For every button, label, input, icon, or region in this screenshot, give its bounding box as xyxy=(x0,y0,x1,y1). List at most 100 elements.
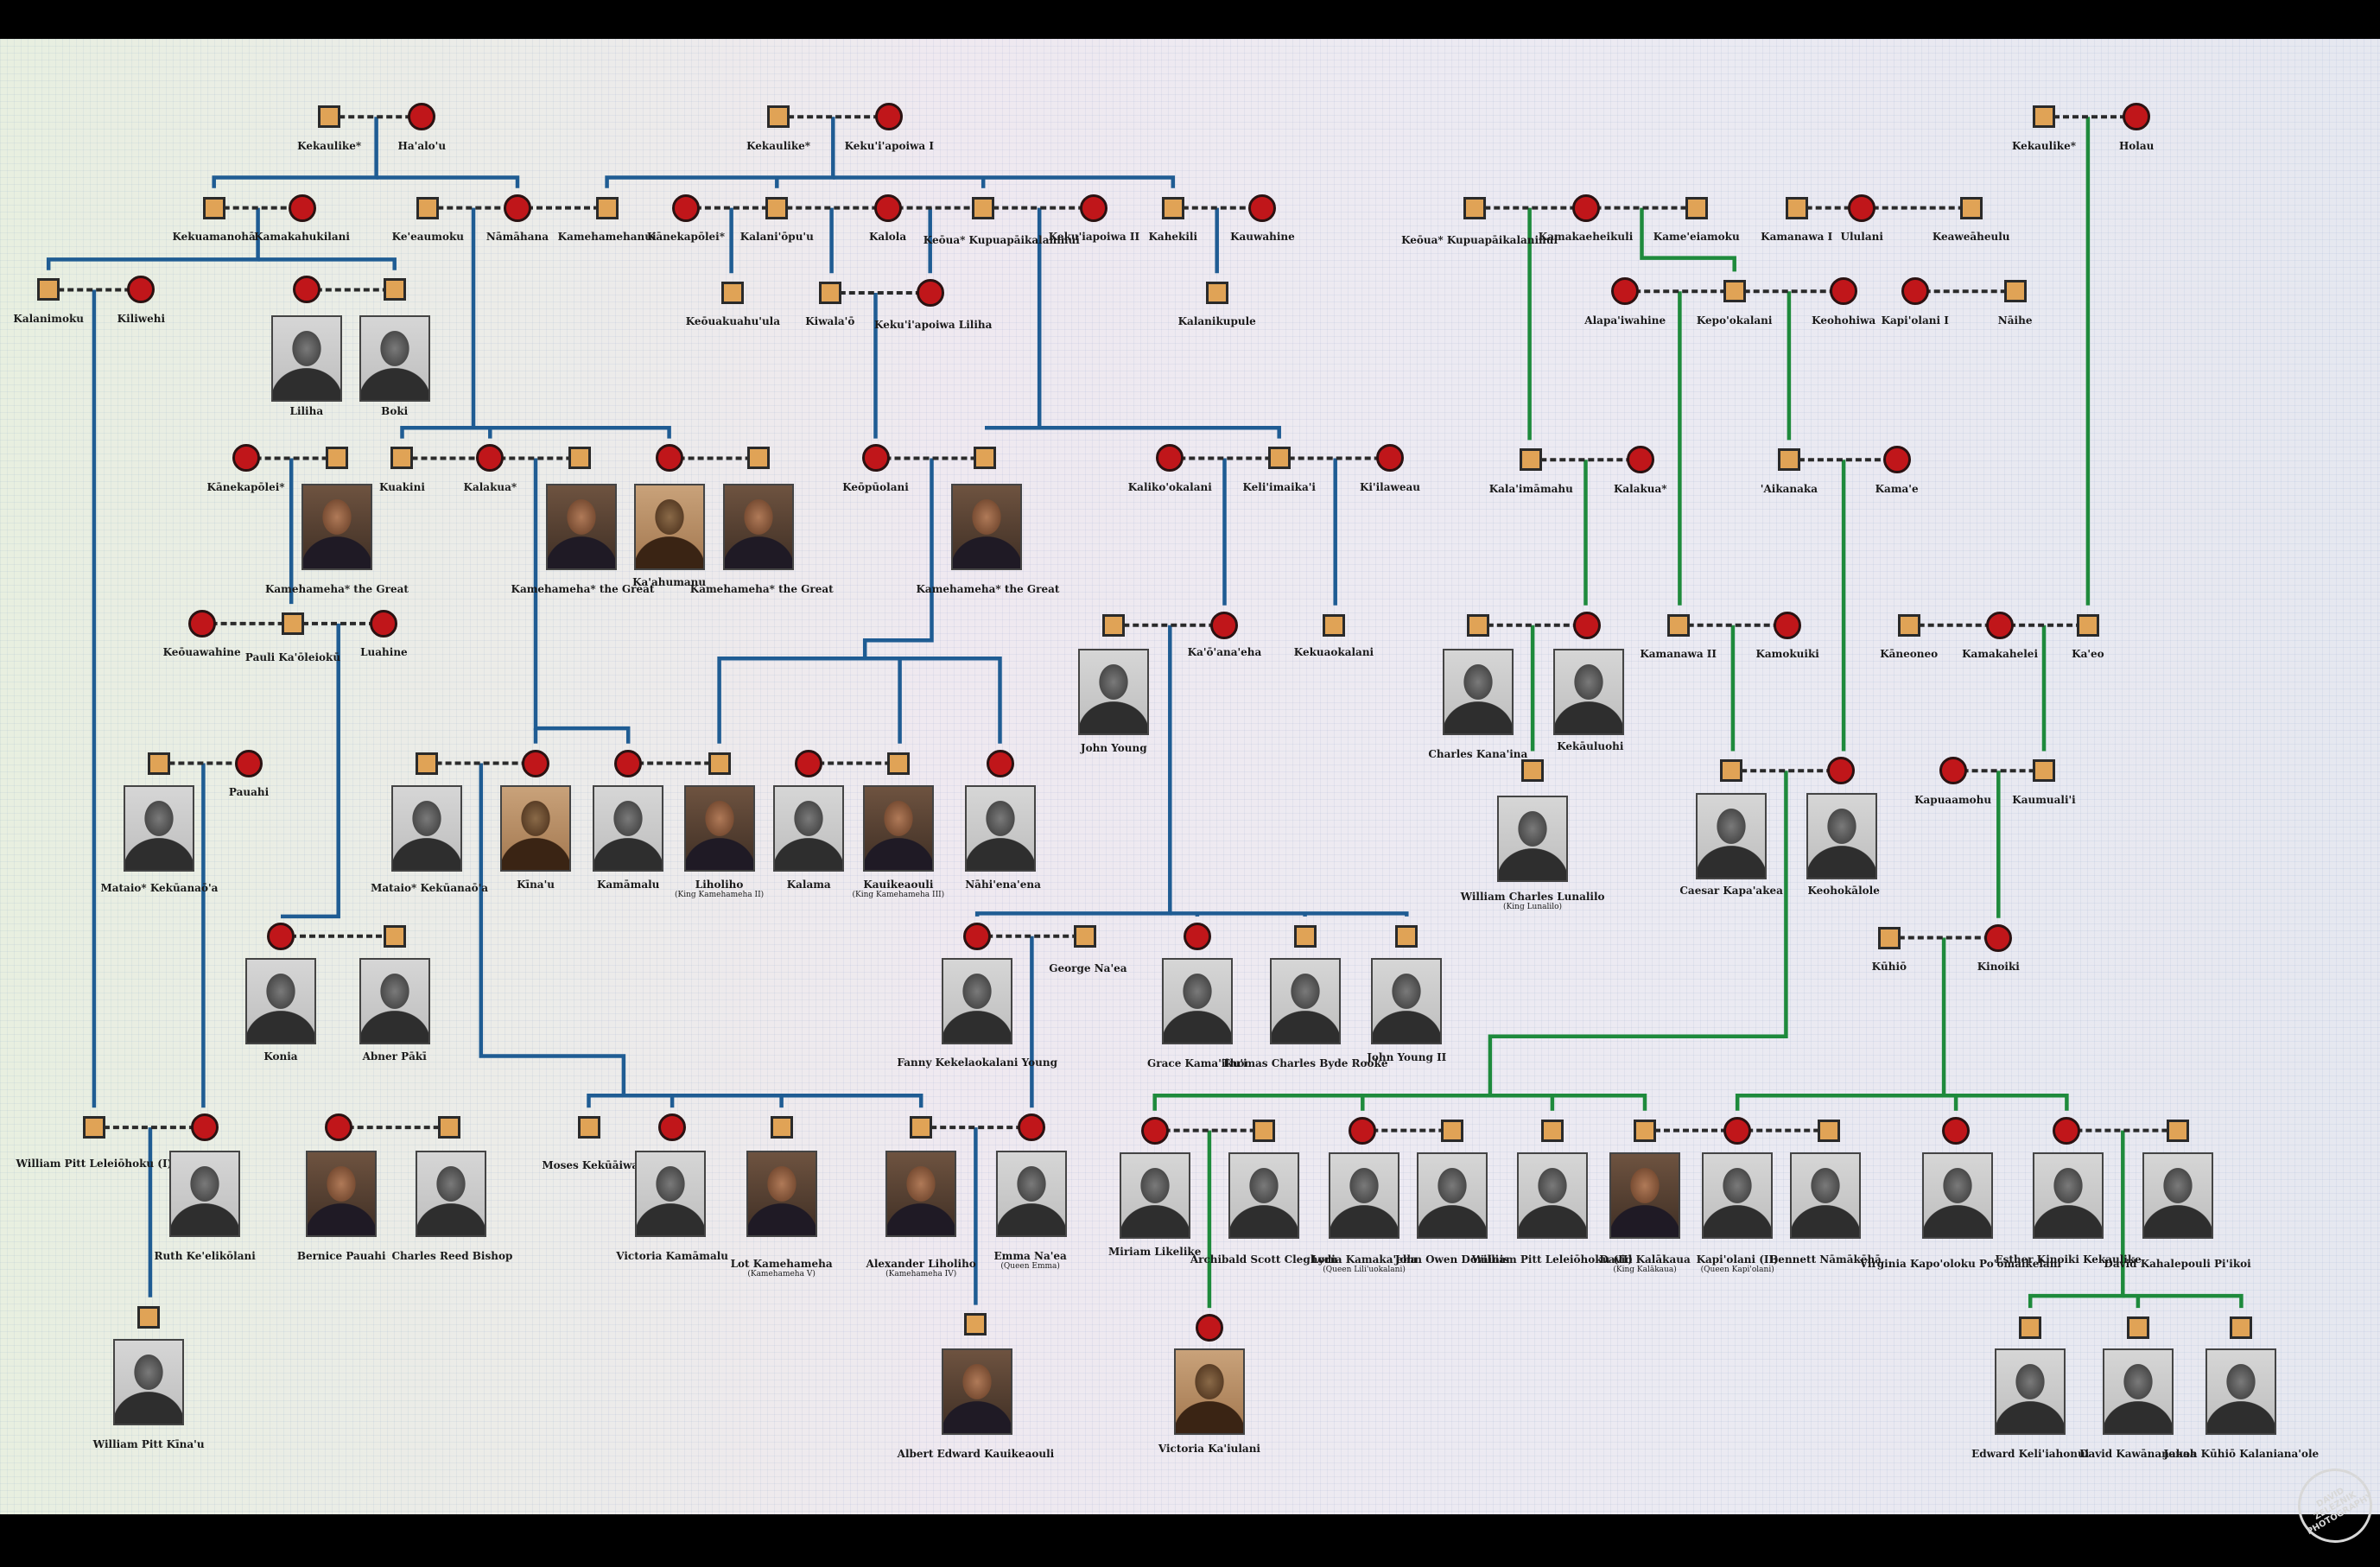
portrait-photo xyxy=(1553,648,1625,735)
family-lines xyxy=(46,115,2244,1309)
person-name: Keōua* Kupuapāikalaninui xyxy=(923,233,1080,246)
portrait-photo xyxy=(773,785,845,872)
descent-line xyxy=(1039,426,1281,439)
female-circle-icon xyxy=(1611,277,1640,306)
person-label: Kekaulike* xyxy=(297,140,361,152)
person-label: Kamakaeheikuli xyxy=(1539,231,1633,243)
descent-line xyxy=(473,426,671,439)
person-label: Kamāmalu xyxy=(597,879,659,891)
person-name: Boki xyxy=(381,405,409,417)
person-label: Ka'ō'ana'eha xyxy=(1188,646,1262,658)
male-square-icon xyxy=(1520,448,1543,472)
person-name: Kīna'u xyxy=(517,879,555,891)
person-name: Kalola xyxy=(868,231,907,243)
person-label: Edward Keli'iahonui xyxy=(1971,1448,2089,1460)
person-name: Kamehamehanui xyxy=(557,231,657,243)
female-circle-icon xyxy=(1571,193,1600,222)
person-label: Alexander Liholiho(Kamehameha IV) xyxy=(866,1258,976,1279)
person-name: Keōua* Kupuapāikalaninui xyxy=(1401,233,1558,246)
male-square-icon xyxy=(82,1116,105,1139)
person-name: Jonah Kūhiō Kalaniana'ole xyxy=(2163,1447,2320,1460)
person-name: Edward Keli'iahonui xyxy=(1971,1447,2090,1460)
male-square-icon xyxy=(1877,926,1901,949)
portrait-photo xyxy=(593,785,664,872)
person-name: Mataio* Kekūanaō'a xyxy=(100,881,219,894)
portrait-photo xyxy=(113,1339,185,1426)
person-label: Liliha xyxy=(290,405,324,417)
portrait-photo xyxy=(415,1151,486,1238)
portrait-photo xyxy=(169,1151,241,1238)
person-name: Keōuawahine xyxy=(162,646,241,659)
descent-line xyxy=(212,117,378,188)
person-name: Kauwahine xyxy=(1230,231,1295,243)
person-label: Kaliko'okalani xyxy=(1128,481,1212,493)
female-circle-icon xyxy=(2123,103,2151,131)
female-circle-icon xyxy=(476,444,505,473)
female-circle-icon xyxy=(986,749,1014,777)
person-name: Kalanimoku xyxy=(13,312,84,325)
person-name: Keōpūolani xyxy=(842,480,909,493)
person-label: Victoria Kamāmalu xyxy=(616,1250,728,1262)
person-name: Kauikeaouli xyxy=(863,879,934,891)
female-circle-icon xyxy=(408,103,436,131)
person-name: Kekāuluohi xyxy=(1557,740,1624,753)
female-circle-icon xyxy=(658,1113,687,1142)
person-name: Lot Kamehameha xyxy=(730,1258,833,1271)
male-square-icon xyxy=(1466,613,1489,637)
person-name: Victoria Kamāmalu xyxy=(616,1250,729,1263)
portrait-photo xyxy=(1609,1152,1681,1240)
person-name: Kalani'ōpu'u xyxy=(739,231,814,243)
descent-line xyxy=(2123,1293,2244,1309)
person-name: Kala'imāmahu xyxy=(1488,482,1573,495)
portrait-photo xyxy=(244,958,316,1045)
person-label: Albert Edward Kauikeaouli xyxy=(898,1448,1055,1460)
person-label: Keli'imaika'i xyxy=(1242,481,1316,493)
female-circle-icon xyxy=(1774,611,1802,639)
person-label: Kekuaokalani xyxy=(1294,646,1374,658)
person-label: Keōuakuahu'ula xyxy=(686,315,780,327)
person-name: Ruth Ke'elikōlani xyxy=(154,1250,256,1263)
male-square-icon xyxy=(383,278,406,301)
person-name: Pauahi xyxy=(228,785,270,798)
person-label: Kamanawa I xyxy=(1761,231,1832,243)
person-title: (King Kalākaua) xyxy=(1613,1265,1677,1274)
descent-line xyxy=(400,207,476,439)
person-label: Nāhi'ena'ena xyxy=(965,879,1041,891)
person-name: Kaumuali'i xyxy=(2012,793,2076,806)
portrait-photo xyxy=(545,483,617,570)
person-name: Kapi'olani I xyxy=(1881,314,1949,327)
person-label: Caesar Kapa'akea xyxy=(1679,885,1783,897)
male-square-icon xyxy=(2033,105,2055,129)
person-name: Kūhiō xyxy=(1871,960,1907,973)
person-label: Victoria Ka'iulani xyxy=(1158,1443,1260,1455)
person-name: Charles Kana'ina xyxy=(1428,747,1528,760)
person-name: Grace Kama'iku'i xyxy=(1147,1057,1247,1070)
person-name: George Na'ea xyxy=(1049,961,1127,974)
person-label: Keaweāheulu xyxy=(1933,231,2010,243)
person-name: Luahine xyxy=(360,646,408,659)
person-label: Kamakahelei xyxy=(1962,648,2038,660)
female-circle-icon xyxy=(522,749,550,777)
male-square-icon xyxy=(765,196,789,219)
female-circle-icon xyxy=(127,276,155,304)
person-label: Kahekili xyxy=(1148,231,1197,243)
person-label: Kekaulike* xyxy=(746,140,810,152)
female-circle-icon xyxy=(1830,277,1858,306)
portrait-photo xyxy=(306,1151,378,1238)
person-label: Kalola xyxy=(869,231,906,243)
male-square-icon xyxy=(1959,196,1983,219)
person-label: Kamehameha* the Great xyxy=(265,583,409,595)
person-label: Boki xyxy=(381,405,408,417)
descent-line xyxy=(533,458,631,744)
person-label: John Young xyxy=(1081,742,1147,754)
person-label: Nāmāhana xyxy=(486,231,549,243)
portrait-photo xyxy=(1173,1348,1245,1435)
person-label: George Na'ea xyxy=(1049,962,1127,974)
person-name: Nāhi'ena'ena xyxy=(965,879,1041,891)
person-label: Kinoiki xyxy=(1977,961,2020,973)
person-name: Keaweāheulu xyxy=(1932,231,2010,243)
person-title: (King Kamehameha III) xyxy=(852,891,945,900)
person-label: Esther Kinoiki Kekaulike xyxy=(1995,1253,2141,1266)
person-name: Kekaulike* xyxy=(297,139,362,152)
male-square-icon xyxy=(1205,282,1228,304)
